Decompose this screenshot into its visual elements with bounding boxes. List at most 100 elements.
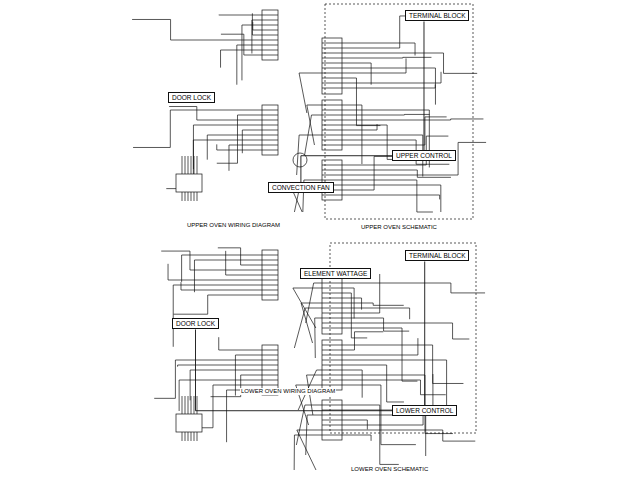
pin-line [322, 405, 342, 406]
pin-line [262, 255, 278, 256]
wire [342, 435, 371, 441]
pin-line [262, 270, 278, 271]
wire [342, 142, 458, 175]
wire [342, 16, 400, 48]
wire [342, 308, 410, 319]
wire [342, 170, 417, 177]
pin-line [262, 125, 278, 126]
pin-line [322, 370, 342, 371]
pin-line [322, 298, 342, 299]
wire [342, 318, 384, 331]
wire-connector [423, 21, 424, 150]
wire [403, 57, 432, 58]
wire [351, 337, 367, 338]
wire [443, 441, 476, 442]
wire [211, 396, 241, 397]
pin-line [262, 45, 278, 46]
motor-symbol [293, 153, 307, 167]
wire [342, 195, 440, 199]
pin-line [322, 283, 342, 284]
wire [217, 163, 238, 164]
wire [301, 303, 322, 343]
wire [342, 185, 441, 212]
wire [342, 58, 406, 73]
wire [342, 125, 387, 159]
wire [342, 84, 435, 88]
pin-line [262, 40, 278, 41]
wire [241, 248, 262, 265]
pin-line [262, 365, 278, 366]
wire [387, 401, 404, 402]
pin-line [262, 360, 278, 361]
wire [244, 34, 262, 55]
pin-line [262, 285, 278, 286]
pin-line [322, 63, 342, 64]
wire [253, 22, 262, 30]
pin-line [262, 25, 278, 26]
wire [342, 345, 433, 383]
connector-block [322, 278, 342, 334]
pin-line [322, 83, 342, 84]
wire [458, 142, 486, 143]
pin-line [262, 280, 278, 281]
wire [171, 19, 262, 40]
pin-line [322, 415, 342, 416]
component-label: TERMINAL BLOCK [409, 252, 465, 259]
component-box: TERMINAL BLOCK [405, 10, 469, 21]
pin-line [322, 375, 342, 376]
wire [342, 43, 415, 56]
wire [342, 156, 374, 190]
wire [132, 19, 170, 20]
pin-line [262, 260, 278, 261]
pin-line [322, 365, 342, 366]
component-label: ELEMENT WATTAGE [304, 270, 367, 277]
wire [342, 338, 418, 355]
wire [168, 264, 262, 280]
wire [174, 314, 208, 315]
wire [237, 115, 262, 163]
wire [342, 114, 404, 116]
wire [170, 110, 262, 147]
wire [242, 25, 262, 80]
wire [193, 140, 262, 189]
wire [342, 57, 403, 59]
plug-symbol [176, 414, 202, 432]
wire [342, 370, 362, 398]
wire [342, 323, 453, 339]
wire [181, 282, 262, 290]
pin-line [322, 303, 342, 304]
pin-line [322, 288, 342, 289]
pin-line [262, 275, 278, 276]
wire [297, 135, 322, 175]
wire [208, 295, 262, 314]
wire-group [132, 4, 486, 470]
pin-line [322, 175, 342, 176]
wire [453, 339, 470, 340]
pin-line [322, 195, 342, 196]
wire [416, 164, 449, 165]
pin-line [262, 375, 278, 376]
wire [178, 365, 262, 367]
pin-line [262, 355, 278, 356]
pin-line [322, 435, 342, 436]
pin-line [262, 30, 278, 31]
wire [425, 116, 447, 117]
pin-line [322, 420, 342, 421]
component-box: ELEMENT WATTAGE [300, 268, 371, 279]
component-box: DOOR LOCK [168, 92, 215, 103]
wire [197, 107, 262, 120]
wire-connector [424, 261, 425, 405]
wire [227, 390, 262, 442]
wire [381, 444, 416, 445]
pin-line [322, 425, 342, 426]
pin-line [322, 318, 342, 319]
pin-line [262, 140, 278, 141]
diagram-caption: UPPER OVEN SCHEMATIC [360, 224, 438, 231]
pin-line [262, 15, 278, 16]
component-label: CONVECTION FAN [272, 184, 330, 191]
wire [342, 405, 380, 464]
wire [297, 430, 322, 470]
pin-line [322, 308, 342, 309]
